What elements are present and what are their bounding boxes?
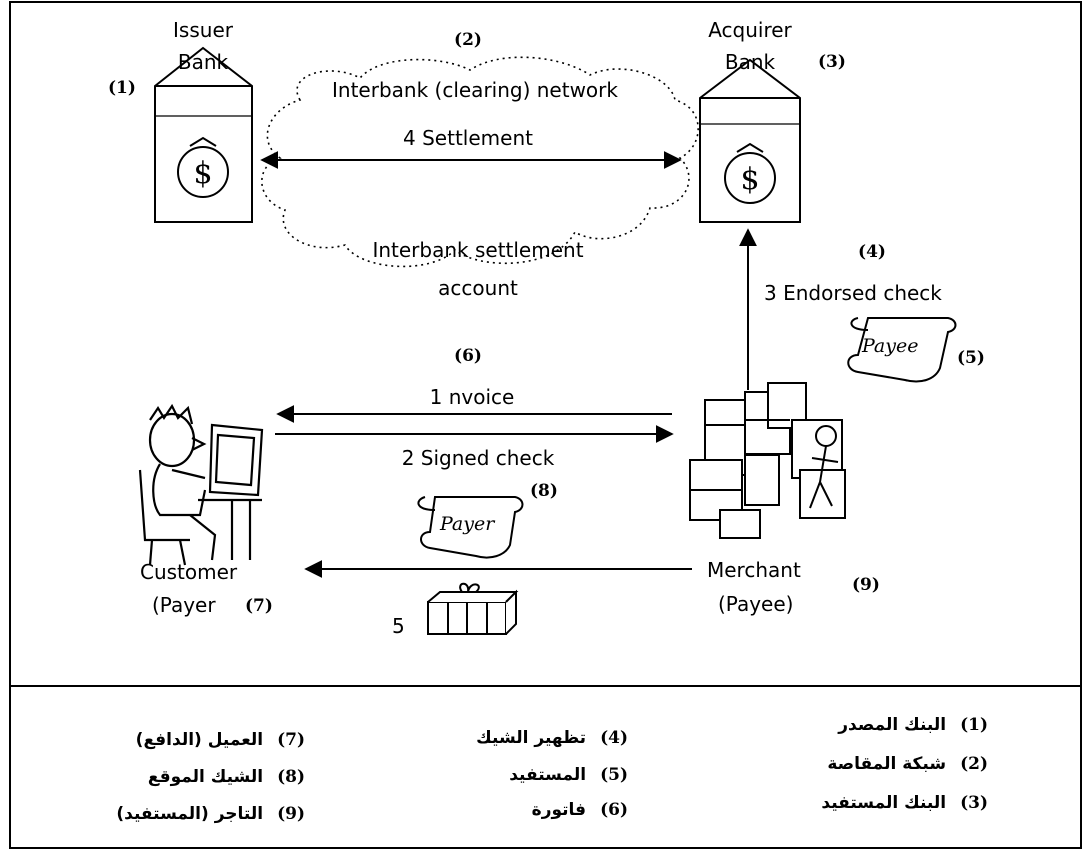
- interbank-cloud: [261, 56, 699, 268]
- legend-item-2-text: شبكة المقاصة: [827, 754, 947, 774]
- goods-label: 5: [392, 614, 405, 638]
- legend-item-9: (9) التاجر (المستفيد): [116, 806, 305, 823]
- legend-item-3: (3) البنك المستفيد: [821, 795, 988, 812]
- legend-item-4: (4) تظهير الشيك: [476, 730, 628, 747]
- legend-item-8-text: الشيك الموقع: [147, 767, 264, 787]
- acquirer-bank-icon: $: [699, 58, 801, 223]
- legend-item-1: (1) البنك المصدر: [838, 717, 988, 734]
- signed-check-label: 2 Signed check: [401, 446, 555, 470]
- legend-item-5-text: المستفيد: [509, 765, 587, 785]
- acquirer-bank-label-line1: Acquirer: [708, 18, 792, 42]
- merchant-number: (9): [852, 575, 880, 595]
- payee-number: (5): [957, 348, 985, 368]
- settlement-account-label-line2: account: [438, 276, 518, 300]
- svg-text:$: $: [193, 156, 212, 191]
- legend-item-3-text: البنك المستفيد: [821, 793, 947, 813]
- endorsed-check-label: 3 Endorsed check: [764, 281, 942, 305]
- legend-item-4-text: تظهير الشيك: [476, 728, 587, 748]
- settlement-account-label-line1: Interbank settlement: [372, 238, 584, 262]
- network-number: (2): [454, 30, 482, 50]
- legend-item-7-text: العميل (الدافع): [135, 730, 264, 750]
- legend-item-4-number: (4): [600, 728, 628, 748]
- legend-item-9-text: التاجر (المستفيد): [116, 804, 264, 824]
- legend-item-6-text: فاتورة: [531, 800, 587, 820]
- legend-item-6-number: (6): [600, 800, 628, 820]
- legend-item-7: (7) العميل (الدافع): [136, 732, 305, 749]
- endorsed-number: (4): [858, 242, 886, 262]
- legend-item-9-number: (9): [277, 804, 305, 824]
- customer-label-line1: Customer: [140, 560, 238, 584]
- customer-icon: [138, 403, 264, 566]
- customer-label-line2: (Payer: [152, 593, 216, 617]
- issuer-bank-label-line2: Bank: [177, 50, 229, 74]
- legend-item-7-number: (7): [277, 730, 305, 750]
- legend-item-2: (2) شبكة المقاصة: [827, 756, 988, 773]
- issuer-bank-icon: $: [154, 46, 253, 223]
- legend-item-8: (8) الشيك الموقع: [148, 769, 305, 786]
- issuer-bank-number: (1): [108, 78, 136, 98]
- merchant-label-line2: (Payee): [718, 592, 794, 616]
- legend-item-1-text: البنك المصدر: [838, 715, 947, 735]
- legend-item-8-number: (8): [277, 767, 305, 787]
- legend-item-3-number: (3): [960, 793, 988, 813]
- legend-item-1-number: (1): [960, 715, 988, 735]
- svg-text:$: $: [740, 162, 759, 197]
- payer-scroll-icon: [417, 496, 524, 559]
- signed-check-number: (8): [530, 481, 558, 501]
- payee-scroll-icon: [847, 317, 957, 383]
- settlement-label: 4 Settlement: [403, 126, 533, 150]
- invoice-number: (6): [454, 346, 482, 366]
- acquirer-bank-number: (3): [818, 52, 846, 72]
- legend-item-5-number: (5): [600, 765, 628, 785]
- diagram-frame: [9, 1, 1082, 849]
- issuer-bank-label-line1: Issuer: [173, 18, 233, 42]
- legend-item-5: (5) المستفيد: [509, 767, 628, 784]
- goods-box-icon: [427, 582, 519, 635]
- legend-item-6: (6) فاتورة: [532, 802, 628, 819]
- merchant-label-line1: Merchant: [707, 558, 801, 582]
- legend-item-2-number: (2): [960, 754, 988, 774]
- invoice-label: 1 nvoice: [429, 385, 515, 409]
- payee-scroll-text: Payee: [862, 335, 919, 357]
- payer-scroll-text: Payer: [440, 513, 495, 535]
- network-label: Interbank (clearing) network: [332, 78, 618, 102]
- merchant-icon: [689, 382, 846, 539]
- acquirer-bank-label-line2: Bank: [724, 50, 776, 74]
- customer-number: (7): [245, 596, 273, 616]
